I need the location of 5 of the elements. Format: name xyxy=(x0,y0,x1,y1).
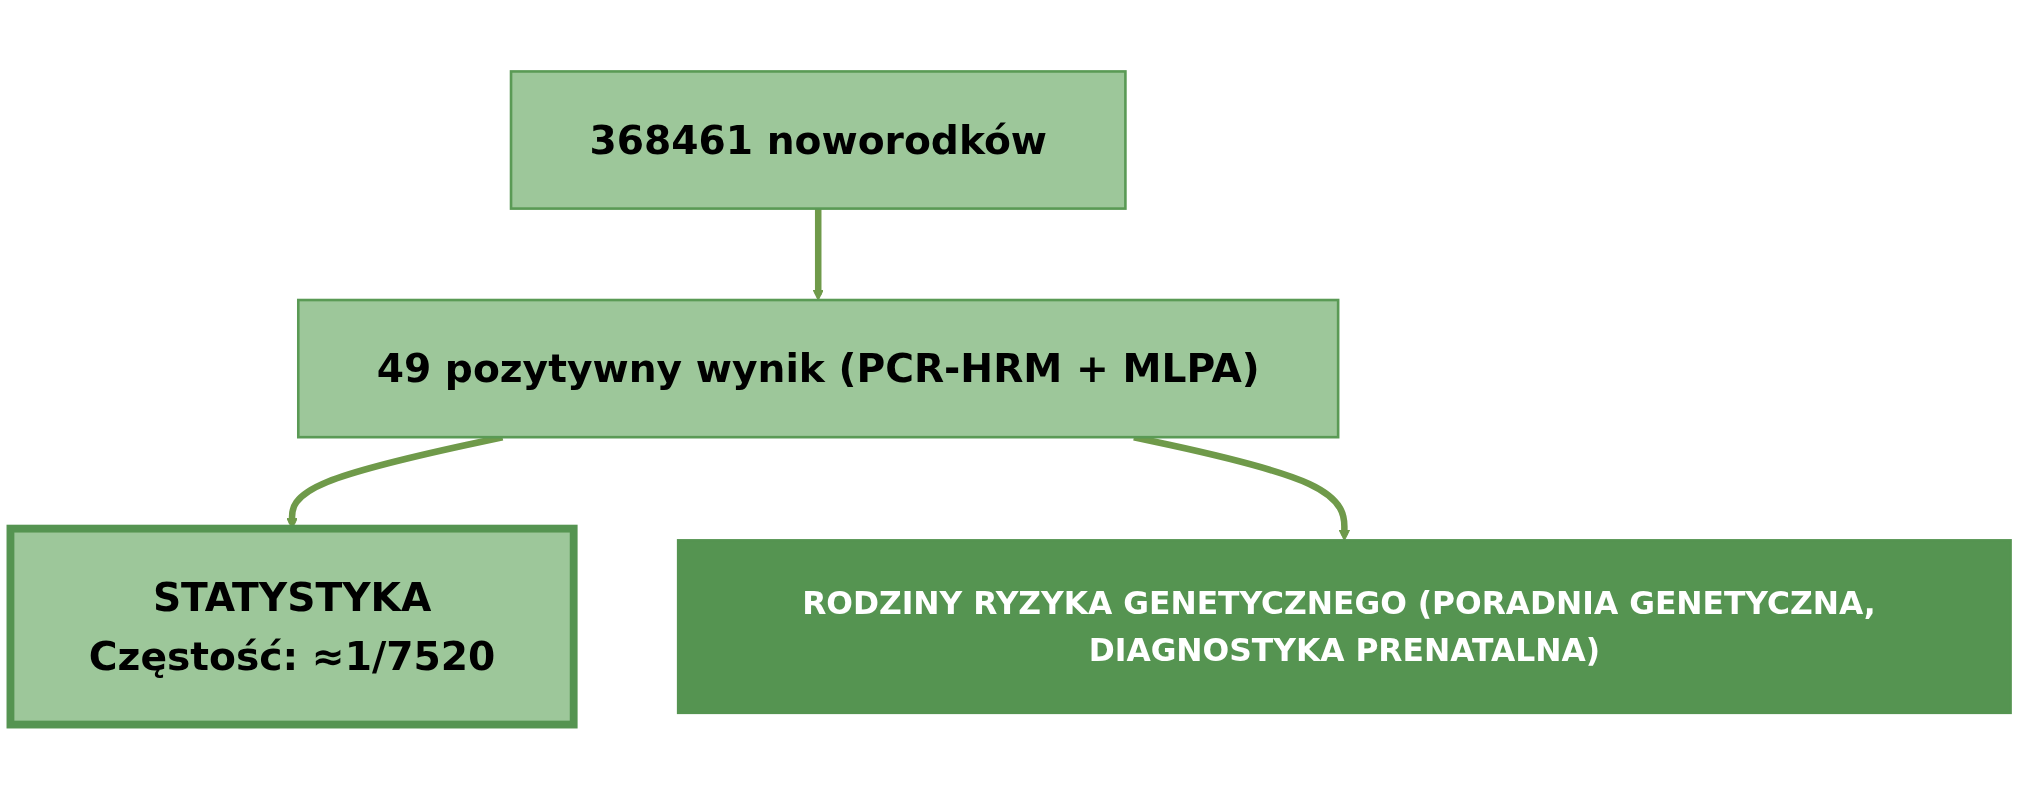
node-box: STATYSTYKA Częstość: ≈1/7520 xyxy=(6,524,578,729)
node-box: 368461 noworodków xyxy=(509,70,1127,210)
node-box: RODZINY RYZYKA GENETYCZNEGO (PORADNIA GENETYCZNA, DIAGNOSTYKA PRENATALNA) xyxy=(676,539,2012,715)
arrow xyxy=(812,208,824,301)
node-box: 49 pozytywny wynik (PCR-HRM + MLPA) xyxy=(297,298,1340,439)
